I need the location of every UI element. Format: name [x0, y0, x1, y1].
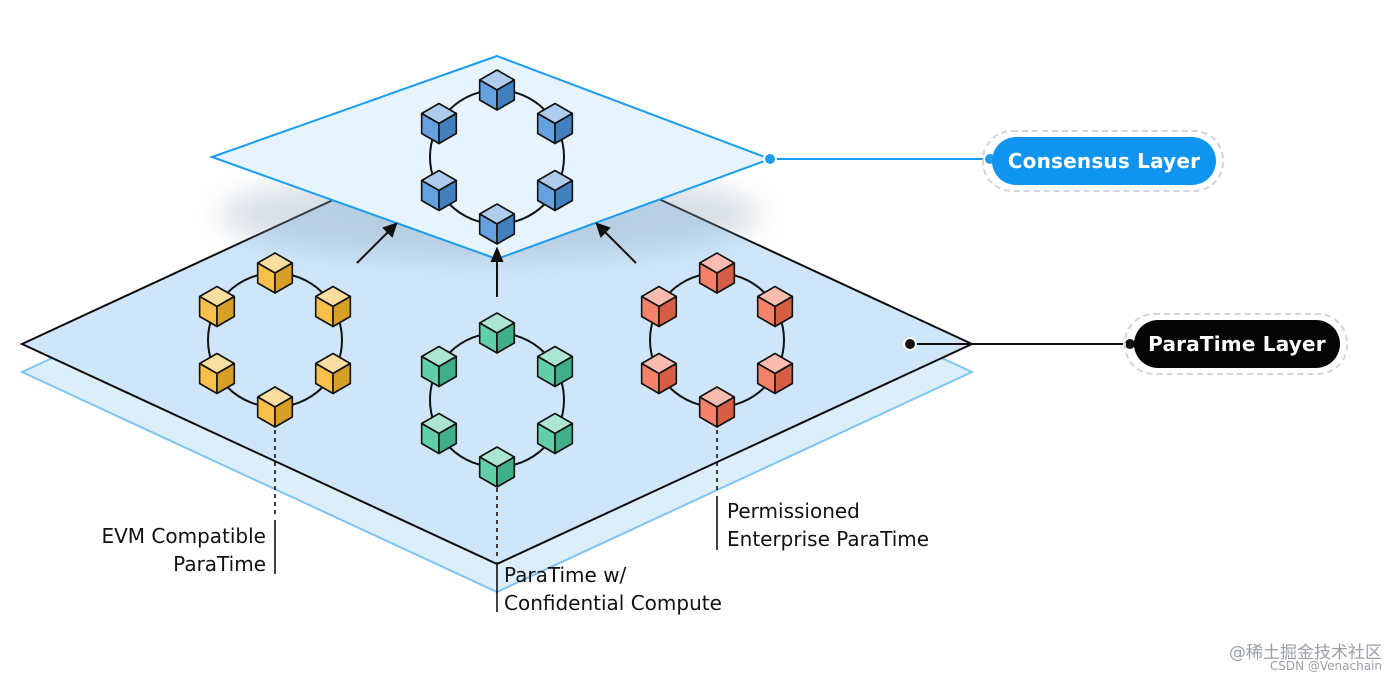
node-cube-icon	[420, 102, 458, 145]
watermark-juejin: @稀土掘金技术社区	[1229, 643, 1382, 663]
node-cube-icon	[478, 69, 516, 111]
cube-right-face	[554, 355, 574, 388]
cube-right-face	[438, 179, 458, 212]
node-cube-icon	[536, 345, 574, 388]
cube-right-face	[332, 362, 352, 395]
node-cube-icon	[698, 386, 736, 428]
cube-right-face	[716, 262, 736, 294]
callout-leaders	[274, 430, 718, 612]
evm-paratime-ring	[198, 252, 352, 428]
node-cube-icon	[536, 102, 574, 145]
confidential-label-line-1: ParaTime w/	[504, 563, 627, 587]
permissioned-paratime-ring	[640, 252, 794, 428]
node-cube-icon	[256, 386, 294, 428]
paratime-pill-outline	[1124, 313, 1348, 375]
cube-right-face	[716, 396, 736, 428]
consensus-node-ring	[420, 69, 574, 245]
cube-right-face	[554, 179, 574, 212]
cube-right-face	[216, 295, 236, 328]
cube-right-face	[274, 262, 294, 294]
node-cube-icon	[314, 352, 352, 395]
cube-right-face	[658, 295, 678, 328]
cube-right-face	[438, 112, 458, 145]
node-cube-icon	[478, 312, 516, 354]
node-cube-icon	[478, 203, 516, 245]
node-cube-icon	[198, 352, 236, 395]
permissioned-label-line-2: Enterprise ParaTime	[727, 527, 930, 551]
cube-right-face	[554, 112, 574, 145]
permissioned-label-line-1: Permissioned	[727, 499, 860, 523]
evm-paratime-label: EVM Compatible ParaTime	[101, 522, 266, 578]
consensus-pill-outline	[982, 130, 1224, 192]
node-cube-icon	[478, 446, 516, 488]
cube-right-face	[774, 295, 794, 328]
permissioned-paratime-label: Permissioned Enterprise ParaTime	[727, 497, 929, 553]
node-cube-icon	[640, 352, 678, 395]
node-cube-icon	[420, 345, 458, 388]
node-cube-icon	[756, 285, 794, 328]
cube-right-face	[658, 362, 678, 395]
node-cube-icon	[420, 412, 458, 455]
node-cube-icon	[314, 285, 352, 328]
cube-right-face	[774, 362, 794, 395]
evm-label-line-1: EVM Compatible	[101, 524, 266, 548]
confidential-label-line-2: Confidential Compute	[504, 591, 722, 615]
cube-right-face	[554, 422, 574, 455]
consensus-connector	[763, 152, 997, 166]
node-cube-icon	[756, 352, 794, 395]
node-cube-icon	[198, 285, 236, 328]
cube-right-face	[496, 456, 516, 488]
upward-arrows	[356, 222, 637, 297]
node-cube-icon	[420, 169, 458, 212]
node-cube-icon	[536, 169, 574, 212]
evm-label-line-2: ParaTime	[173, 552, 266, 576]
node-cube-icon	[640, 285, 678, 328]
confidential-paratime-label: ParaTime w/ Confidential Compute	[504, 561, 722, 617]
cube-right-face	[274, 396, 294, 428]
node-cube-icon	[536, 412, 574, 455]
cube-right-face	[438, 355, 458, 388]
watermark-csdn: CSDN @Venachain	[1269, 659, 1382, 673]
confidential-paratime-ring	[420, 312, 574, 488]
node-cube-icon	[698, 252, 736, 294]
node-cube-icon	[256, 252, 294, 294]
consensus-layer-pill: Consensus Layer	[992, 137, 1216, 185]
cube-right-face	[496, 213, 516, 245]
cube-right-face	[496, 322, 516, 354]
cube-right-face	[216, 362, 236, 395]
paratime-layer-pill: ParaTime Layer	[1134, 320, 1340, 368]
node-rings	[198, 69, 794, 488]
cube-right-face	[438, 422, 458, 455]
cube-right-face	[496, 79, 516, 111]
cube-right-face	[332, 295, 352, 328]
